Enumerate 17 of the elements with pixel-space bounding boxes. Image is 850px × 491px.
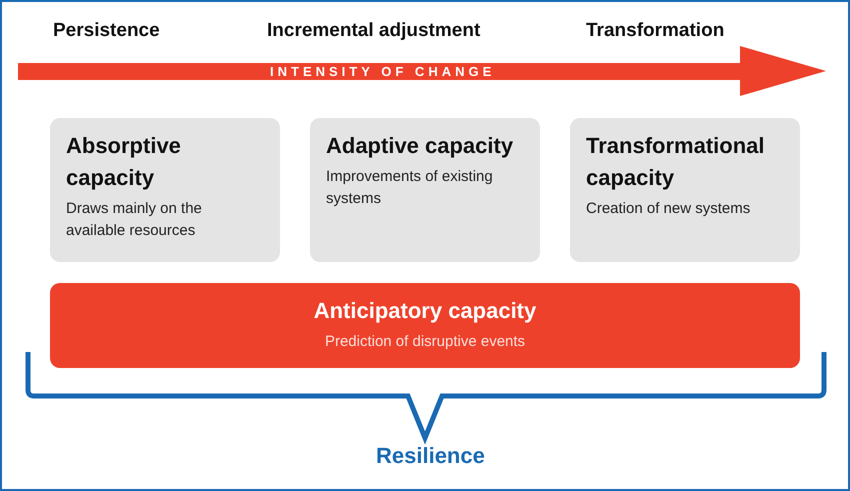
- highlight-box: [50, 283, 800, 368]
- resilience-label: Resilience: [376, 443, 485, 469]
- box-description: Prediction of disruptive events: [324, 332, 526, 352]
- box-heading: Adaptive capacity: [326, 132, 514, 160]
- box-heading: Anticipatory capacity: [312, 297, 538, 325]
- capacity-box: [50, 118, 280, 262]
- capacity-box: [570, 118, 800, 262]
- stage-label: Persistence: [53, 20, 160, 42]
- arrow-label: INTENSITY OF CHANGE: [270, 63, 496, 80]
- box-description: Improvements of existing systems: [326, 166, 494, 210]
- stage-label: Transformation: [586, 20, 724, 42]
- capacity-box: [310, 118, 540, 262]
- box-heading: Transformational capacity: [586, 132, 766, 192]
- stage-label: Incremental adjustment: [267, 20, 480, 42]
- box-description: Creation of new systems: [586, 198, 752, 219]
- box-description: Draws mainly on the available resources: [66, 198, 203, 242]
- box-heading: Absorptive capacity: [66, 132, 182, 192]
